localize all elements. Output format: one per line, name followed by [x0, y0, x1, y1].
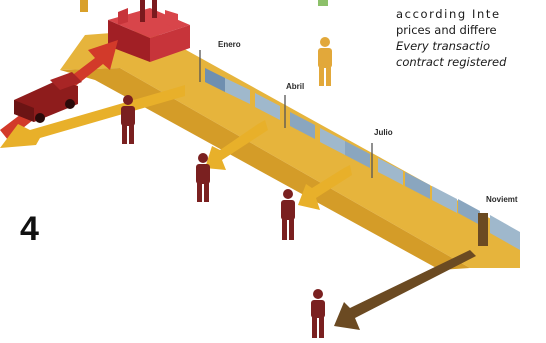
caption-line-3: Every transactio	[396, 39, 491, 53]
top-figure	[80, 0, 88, 12]
truck	[14, 72, 82, 123]
people	[121, 95, 325, 338]
final-gate	[478, 213, 488, 246]
output-arrows	[0, 85, 352, 210]
person-4	[311, 289, 325, 338]
brown-output-arrow	[334, 250, 476, 330]
month-label-julio: Julio	[374, 128, 393, 137]
green-fragment	[318, 0, 328, 6]
month-label-abril: Abril	[286, 82, 305, 91]
month-label-noviembre: Noviemt	[486, 195, 518, 204]
conveyor-blocks	[205, 68, 520, 250]
month-label-enero: Enero	[218, 40, 241, 49]
conveyor-floor-edge	[60, 68, 470, 270]
step-number: 4	[20, 210, 39, 248]
factory	[108, 0, 190, 62]
person-1	[121, 95, 135, 144]
caption-line-1: according Inte	[396, 7, 501, 21]
caption-text: according Inte prices and differe Every …	[396, 6, 546, 70]
person-2	[196, 153, 210, 202]
person-3	[281, 189, 295, 240]
month-dividers	[199, 50, 373, 178]
caption-line-2: prices and differe	[396, 23, 497, 37]
caption-line-4: contract registered	[396, 55, 507, 69]
person-yellow	[318, 37, 332, 86]
